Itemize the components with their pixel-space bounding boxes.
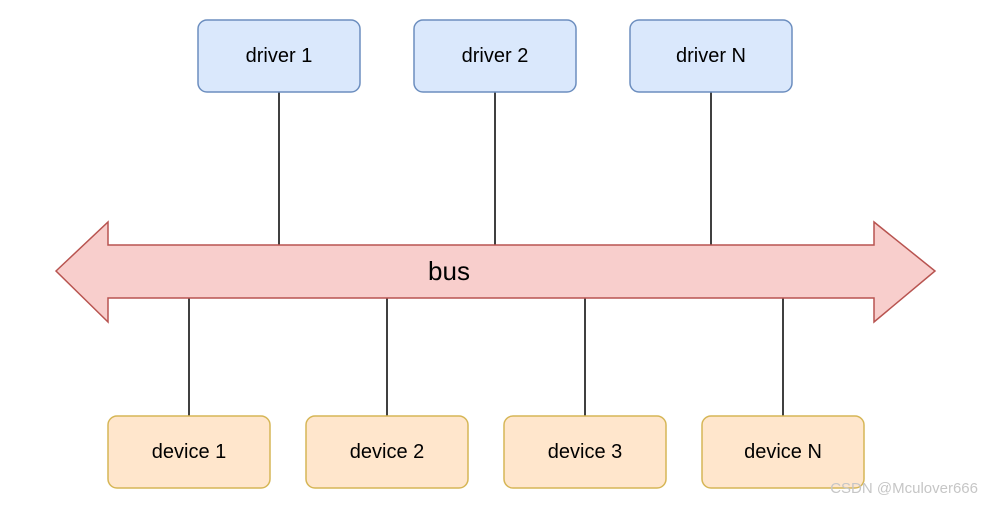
device-box-1: device 1 — [107, 415, 271, 489]
device-label: device 3 — [548, 441, 623, 463]
device-box-2: device 2 — [305, 415, 469, 489]
driver-box-2: driver 2 — [413, 19, 577, 93]
driver-label: driver N — [676, 45, 746, 67]
bus-label: bus — [428, 256, 470, 286]
device-box-n: device N — [701, 415, 865, 489]
watermark: CSDN @Mculover666 — [830, 480, 978, 497]
driver-box-n: driver N — [629, 19, 793, 93]
bus-arrow — [54, 220, 937, 324]
driver-box-1: driver 1 — [197, 19, 361, 93]
device-label: device 1 — [152, 441, 227, 463]
device-label: device N — [744, 441, 822, 463]
device-label: device 2 — [350, 441, 425, 463]
driver-label: driver 2 — [462, 45, 529, 67]
driver-label: driver 1 — [246, 45, 313, 67]
device-box-3: device 3 — [503, 415, 667, 489]
